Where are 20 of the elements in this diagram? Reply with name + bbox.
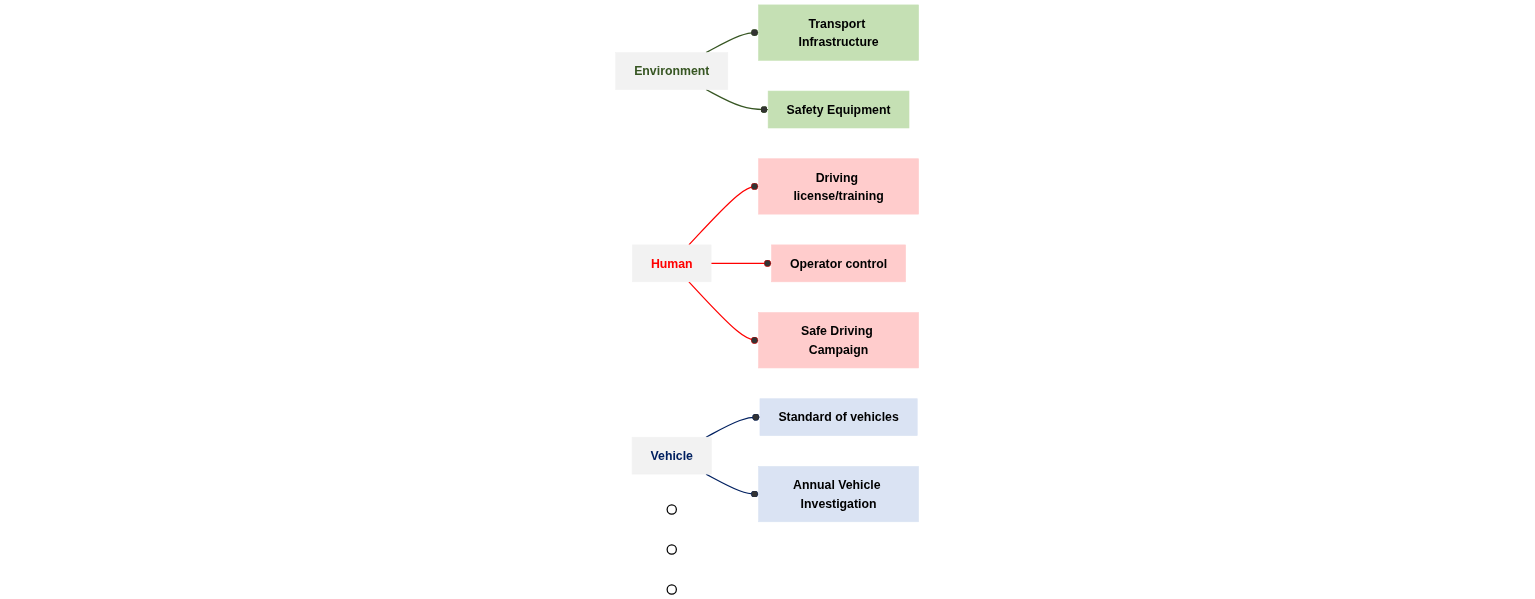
node-circle — [666, 584, 678, 595]
node-box: Transport Infrastructure — [758, 4, 920, 61]
node-box: Safety Equipment — [768, 90, 910, 129]
node-circle — [666, 504, 678, 515]
node-box: Annual Vehicle Investigation — [758, 466, 920, 523]
node-box: Driving license/training — [758, 158, 920, 215]
node-circle — [666, 544, 678, 555]
connector — [705, 28, 760, 54]
node-box: Standard of vehicles — [760, 398, 918, 436]
connector — [705, 473, 760, 498]
node-box: Operator control — [771, 244, 907, 283]
connector — [688, 281, 760, 344]
connector — [710, 259, 773, 268]
node-box: Human — [632, 244, 712, 283]
connector — [705, 413, 761, 438]
node-box: Environment — [615, 52, 729, 90]
node-box: Vehicle — [632, 436, 713, 475]
connector — [705, 88, 770, 114]
connector — [688, 182, 760, 246]
node-box: Safe Driving Campaign — [758, 312, 920, 369]
